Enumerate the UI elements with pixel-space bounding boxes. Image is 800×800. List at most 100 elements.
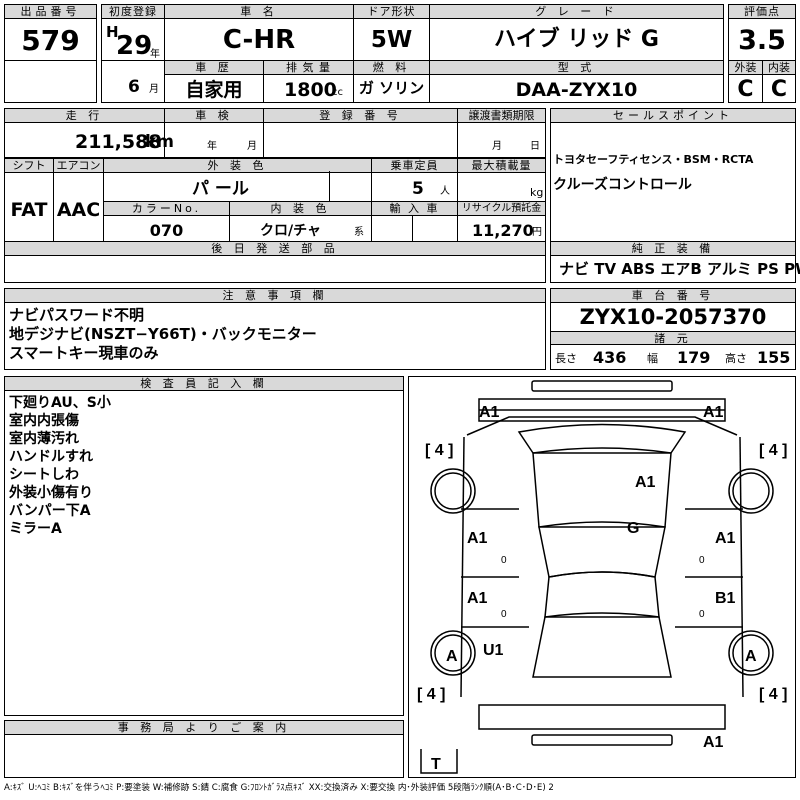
capacity-value: 5 (412, 179, 424, 199)
fuel-label: 燃 料 (354, 61, 429, 75)
color-no-value: 070 (149, 221, 184, 240)
insp-year-unit: 年 (207, 141, 217, 152)
inspector-box: 検 査 員 記 入 欄 下廻りAU、S小 室内内張傷 室内薄汚れ ハンドルすれ … (4, 376, 404, 716)
lot-no-value: 579 (21, 24, 80, 57)
interior-box: 内装 C (762, 60, 796, 103)
chassis-value: ZYX10-2057370 (579, 305, 767, 329)
tire-rr-value: 4 (769, 686, 778, 703)
car-name-box: 車 名 C-HR (164, 4, 354, 61)
door-label: ドア形状 (354, 5, 429, 19)
ext-color-label: 外 装 色 (104, 159, 371, 173)
right-rear-wheel-damage: A (745, 648, 757, 665)
height-value: 155 (757, 348, 791, 367)
cc-unit: cc (332, 87, 343, 98)
inspector-line-7: バンパー下A (9, 503, 91, 519)
recycle-label: リサイクル預託金 (458, 202, 545, 216)
year-value: 29 (116, 31, 153, 61)
month-unit: 月 (149, 84, 159, 95)
car-name-label: 車 名 (165, 5, 353, 19)
sales-point-label: セールスポイント (551, 109, 795, 123)
import-label: 輸 入 車 (372, 202, 457, 216)
transfer-date-label: 譲渡書類期限 (458, 109, 545, 123)
notes-label: 注 意 事 項 欄 (5, 289, 545, 303)
length-value: 436 (593, 348, 627, 367)
mileage-value: 211,588 (75, 131, 162, 153)
persons-unit: 人 (440, 186, 450, 197)
mileage-label: 走 行 (5, 109, 164, 123)
front-left-damage: A1 (479, 404, 500, 421)
first-reg-box: 初度登録 H 29 年 (101, 4, 165, 61)
notes-line-3: スマートキー現車のみ (9, 344, 159, 362)
int-color-value: クロ/チャ (260, 223, 321, 239)
shift-label: シフト (5, 159, 53, 173)
notes-line-1: ナビパスワード不明 (9, 306, 145, 324)
width-value: 179 (677, 348, 711, 367)
model-type-label: 型 式 (430, 61, 723, 75)
yen-unit: 円 (532, 227, 542, 238)
model-type-box: 型 式 DAA-ZYX10 (429, 60, 724, 103)
sales-point-2: クルーズコントロール (553, 177, 692, 193)
door-box: ドア形状 5W (353, 4, 430, 61)
equipment-value: ナビ TV ABS エアB アルミ PS PW (559, 260, 800, 278)
left-front-door-damage: A1 (467, 530, 488, 547)
hood-damage: A1 (635, 474, 656, 491)
inspection-box: 車 検 年 月 (164, 108, 264, 158)
max-load-box: 最大積載量 kg (457, 158, 546, 202)
office-box: 事 務 局 よ り ご 案 内 (4, 720, 404, 778)
right-front-door-damage: A1 (715, 530, 736, 547)
score-box: 評価点 3.5 (728, 4, 796, 61)
first-reg-label: 初度登録 (102, 5, 164, 19)
history-label: 車 歴 (165, 61, 263, 75)
fuel-value: ガ ソリン (358, 79, 425, 97)
tire-rl-value: 4 (427, 686, 436, 703)
door-value: 5W (370, 27, 413, 53)
reg-no-label: 登 録 番 号 (264, 109, 457, 123)
car-diagram-svg: A1 A1 A1 G A1 A1 A1 B1 A A U1 A1 [ 4 ] [… (417, 380, 787, 774)
left-rear-qtr-damage: U1 (483, 642, 504, 659)
height-label: 高さ (725, 352, 747, 365)
inspector-line-4: ハンドルすれ (9, 449, 93, 465)
ext-color-box: 外 装 色 パ ール (103, 158, 372, 202)
tire-fr-value: 4 (769, 442, 778, 459)
office-label: 事 務 局 よ り ご 案 内 (5, 721, 403, 735)
inspector-line-3: 室内薄汚れ (9, 431, 79, 447)
max-load-label: 最大積載量 (458, 159, 545, 173)
color-no-box: カラーNo. 070 (103, 201, 230, 242)
door-mark-3: 0 (501, 609, 507, 620)
tire-fl-value: 4 (435, 442, 444, 459)
legend-text: A:ｷｽﾞ U:ﾍｺﾐ B:ｷｽﾞを伴うﾍｺﾐ P:要塗装 W:補修跡 S:錆 … (4, 783, 554, 793)
fuel-box: 燃 料 ガ ソリン (353, 60, 430, 103)
int-color-box: 内 装 色 クロ/チャ 系 (229, 201, 372, 242)
recycle-value: 11,270 (472, 221, 534, 240)
score-label: 評価点 (729, 5, 795, 19)
history-value: 自家用 (185, 79, 243, 101)
month-value: 6 (128, 77, 140, 97)
lot-no-label: 出品番号 (5, 5, 96, 19)
dimensions-label: 諸 元 (551, 331, 795, 345)
aircon-value: AAC (56, 199, 101, 221)
inspection-label: 車 検 (165, 109, 263, 123)
car-name-value: C-HR (222, 25, 296, 55)
interior-value: C (770, 77, 788, 102)
import-divider (412, 215, 413, 241)
shift-value: FAT (10, 199, 48, 221)
exterior-value: C (737, 77, 754, 102)
trunk-label: T (431, 756, 441, 773)
tire-fr-label: [ 4 ] (759, 442, 787, 459)
later-parts-label: 後 日 発 送 部 品 (5, 242, 545, 256)
tire-rl-label: [ 4 ] (417, 686, 445, 703)
sales-point-box: セールスポイント トヨタセーフティセンス・BSM・RCTA クルーズコントロール (550, 108, 796, 242)
exterior-label: 外装 (729, 61, 762, 75)
score-value: 3.5 (738, 25, 786, 56)
inspector-line-8: ミラーA (9, 521, 62, 537)
displacement-value: 1800 (284, 79, 337, 101)
recycle-box: リサイクル預託金 11,270 円 (457, 201, 546, 242)
transfer-month-unit: 月 (492, 141, 502, 152)
door-mark-4: 0 (699, 609, 705, 620)
aircon-box: エアコン AAC (53, 158, 104, 242)
door-mark-1: 0 (501, 555, 507, 566)
sales-point-1: トヨタセーフティセンス・BSM・RCTA (553, 153, 754, 166)
inspector-line-6: 外装小傷有り (9, 485, 93, 501)
grade-label: グ レ ー ド (430, 5, 723, 19)
insp-month-unit: 月 (247, 141, 257, 152)
